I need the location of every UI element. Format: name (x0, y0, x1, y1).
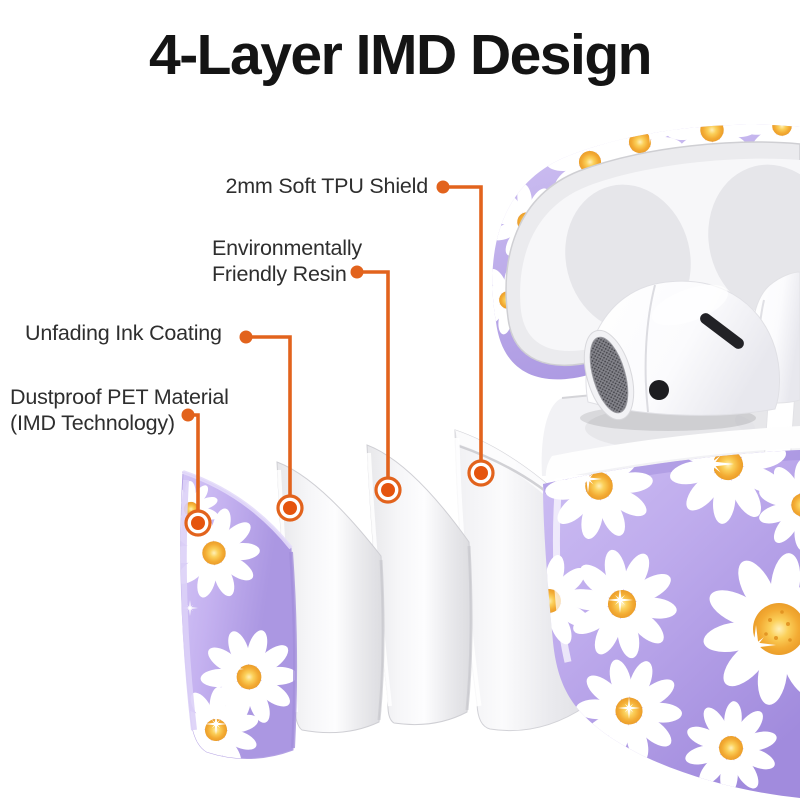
earbud-bass-port (649, 380, 669, 400)
leader-dot-ink (239, 330, 253, 344)
callout-pet-material: Dustproof PET Material (IMD Technology) (10, 385, 229, 436)
leader-line-resin (357, 270, 390, 478)
leader-dot-tpu (436, 180, 450, 194)
marker-pet (184, 509, 212, 537)
callout-tpu-shield-text: 2mm Soft TPU Shield (225, 174, 428, 198)
callout-leaders (181, 180, 495, 537)
callout-pet-material-line1: Dustproof PET Material (10, 385, 229, 409)
marker-resin (374, 476, 402, 504)
tray-front-lip (545, 426, 800, 481)
body-daisy-pattern (543, 450, 800, 798)
leader-dot-pet (181, 408, 195, 422)
marker-tpu (467, 459, 495, 487)
left-earbud (583, 280, 780, 421)
airpods-case (492, 124, 800, 798)
callout-tpu-shield: 2mm Soft TPU Shield (225, 174, 428, 200)
case-body (543, 450, 800, 798)
callout-resin-line1: Environmentally (212, 236, 362, 260)
callout-ink-coating: Unfading Ink Coating (25, 321, 222, 347)
callout-resin-line2: Friendly Resin (212, 261, 347, 286)
leader-dot-resin (350, 265, 364, 279)
callout-ink-coating-text: Unfading Ink Coating (25, 321, 222, 345)
marker-ink (276, 494, 304, 522)
page-title: 4-Layer IMD Design (149, 23, 652, 87)
glitter-daisy-center (753, 603, 800, 655)
leader-line-ink (246, 335, 292, 496)
body-gloss-highlight (552, 477, 572, 663)
leader-line-tpu (443, 185, 483, 461)
callout-pet-material-line2: (IMD Technology) (10, 410, 175, 435)
callout-resin: Environmentally Friendly Resin (212, 236, 362, 287)
earbud-speaker-grille (583, 329, 635, 421)
earbud-slot (700, 313, 744, 349)
